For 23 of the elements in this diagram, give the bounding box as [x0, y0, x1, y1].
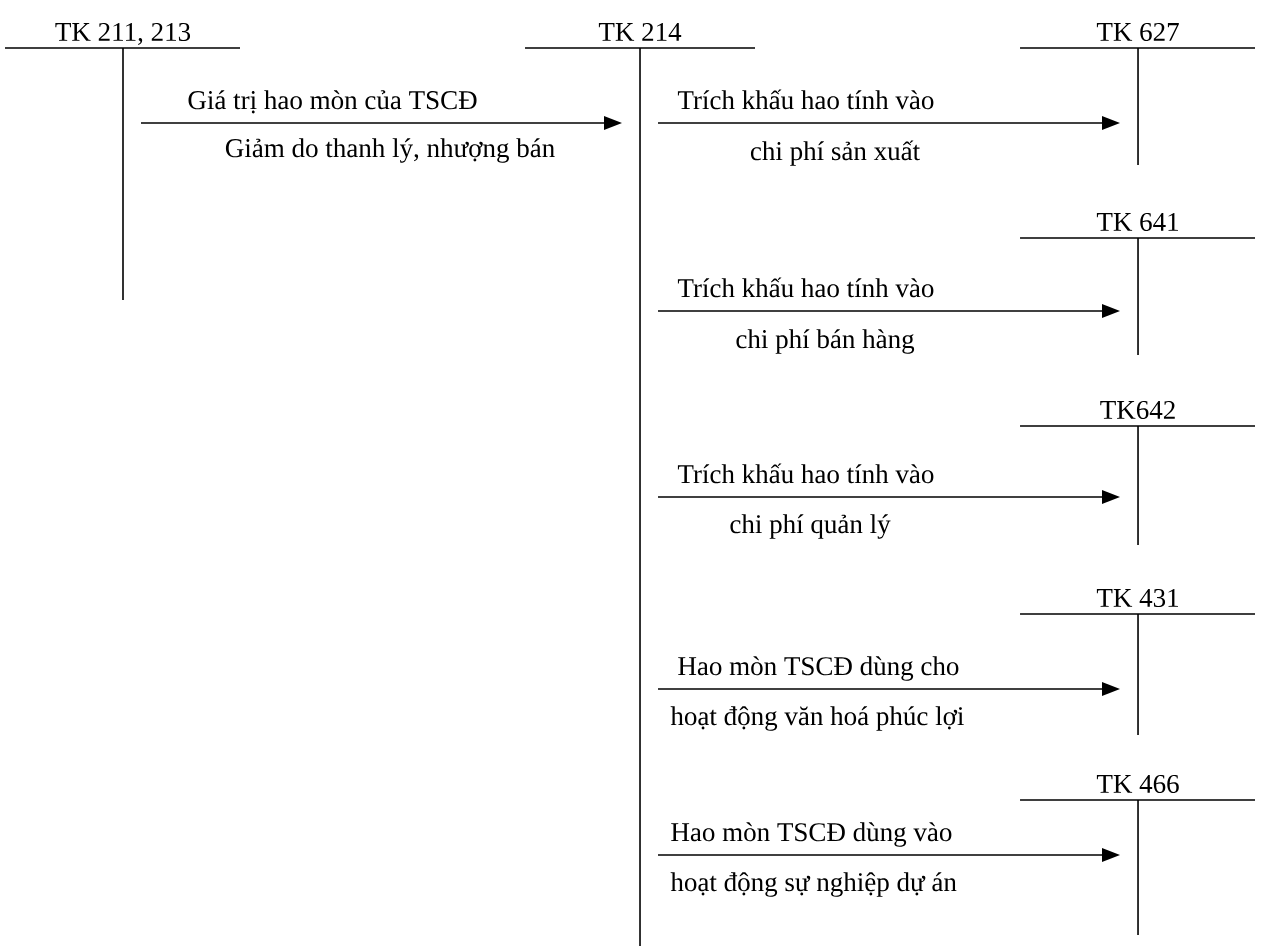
t-account: TK 641: [1019, 212, 1256, 356]
note-text: chi phí bán hàng: [736, 329, 915, 354]
note-text: hoạt động văn hoá phúc lợi: [670, 706, 964, 731]
note-text: chi phí quản lý: [730, 514, 891, 539]
note-text: Giảm do thanh lý, nhượng bán: [225, 138, 555, 163]
arrow: [657, 116, 1120, 130]
note-text: chi phí sản xuất: [750, 140, 920, 166]
arrow: [657, 848, 1120, 862]
edge-label: Giá trị hao mòn của TSCĐ: [188, 90, 477, 114]
t-account: TK642: [1019, 400, 1256, 546]
t-account: TK 466: [1019, 774, 1256, 936]
note-text: hoạt động sự nghiệp dự án: [670, 872, 957, 897]
edge-label: Trích khấu hao tính vào: [677, 277, 934, 298]
arrow: [657, 304, 1120, 318]
arrow: [657, 490, 1120, 504]
edge-label: Trích khấu hao tính vào: [677, 89, 934, 110]
arrow: [657, 682, 1120, 696]
arrow: [140, 116, 622, 130]
edge-label: Trích khấu hao tính vào: [677, 463, 934, 484]
t-account: TK 431: [1019, 588, 1256, 736]
t-account: TK 627: [1019, 22, 1256, 166]
edge-label: Hao mòn TSCĐ dùng cho: [678, 656, 959, 681]
edge-label: Hao mòn TSCĐ dùng vào: [671, 822, 952, 847]
